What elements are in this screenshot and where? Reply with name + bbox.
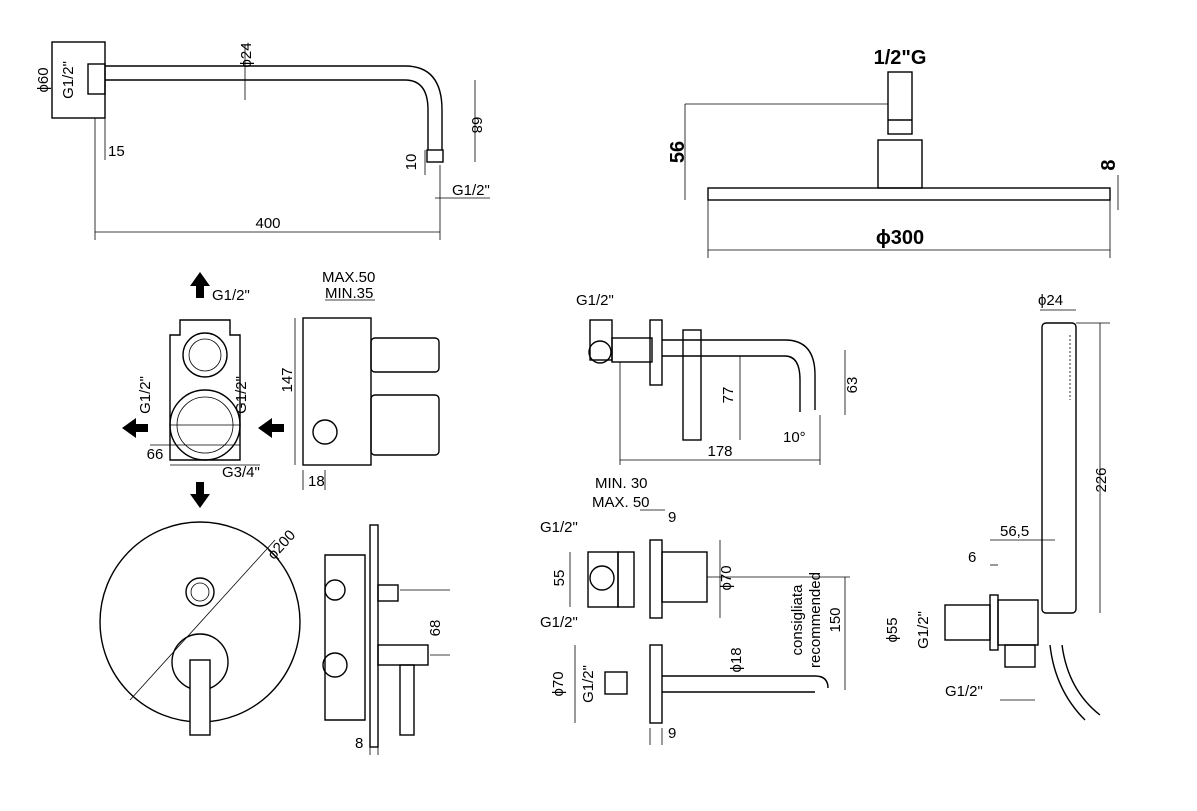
valve-right-inlet: G1/2" <box>233 376 250 414</box>
hand-shower-drawing: ϕ24 226 56,5 6 ϕ55 G1/2" G1/2" <box>884 292 1110 721</box>
valve-depth: 18 <box>308 473 325 490</box>
valve-top-outlet: G1/2" <box>212 287 250 304</box>
basin-angle: 10° <box>783 429 806 446</box>
shower-head-drawing: 1/2"G 56 8 ϕ300 <box>667 47 1120 258</box>
head-thread: 1/2"G <box>874 47 927 69</box>
basin-spout-drop: 63 <box>844 377 861 394</box>
valve-left-inlet: G1/2" <box>137 376 154 414</box>
head-height: 56 <box>667 141 689 163</box>
hand-shower-plate-diameter: ϕ55 <box>884 617 901 642</box>
head-diameter: ϕ300 <box>876 227 924 249</box>
valve-side-drawing: MAX.50 MIN.35 147 18 <box>279 269 440 490</box>
shower-arm-drawing: ϕ24 ϕ60 G1/2" 15 68 10 G1/2" 400 <box>35 41 490 240</box>
hand-shower-diameter: ϕ24 <box>1038 292 1063 309</box>
spout-plate: 9 <box>668 725 676 742</box>
basin-length: 178 <box>707 443 732 460</box>
valve-front-drawing: G1/2" G1/2" G1/2" 66 G3/4" <box>122 272 284 508</box>
spout-thread: G1/2" <box>580 665 597 703</box>
spout-pipe-diameter: ϕ18 <box>728 647 745 672</box>
spout-drawing: ϕ70 G1/2" ϕ18 9 <box>550 644 829 745</box>
valve-bottom-outlet: G3/4" <box>222 464 260 481</box>
wall-outlet-drawing: MIN. 30 MAX. 50 9 G1/2" 55 ϕ70 G1/2" con… <box>540 475 850 690</box>
outlet-diameter: ϕ70 <box>718 565 735 590</box>
outlet-plate: 9 <box>668 509 676 526</box>
arm-pipe-diameter: ϕ24 <box>238 42 255 67</box>
valve-width: 66 <box>147 446 164 463</box>
valve-max-depth: MAX.50 <box>322 269 375 286</box>
arm-plate-depth: 15 <box>108 143 125 160</box>
outlet-height: 55 <box>551 570 568 587</box>
outlet-max: MAX. 50 <box>592 494 650 511</box>
head-thickness: 8 <box>1098 159 1120 170</box>
basin-thread: G1/2" <box>576 292 614 309</box>
trim-offset: 68 <box>427 620 444 637</box>
valve-height: 147 <box>279 367 296 392</box>
valve-min-depth: MIN.35 <box>325 285 373 302</box>
hand-shower-plate: 6 <box>968 549 976 566</box>
hand-shower-hose-thread: G1/2" <box>945 683 983 700</box>
arm-outlet-length: 10 <box>403 154 420 171</box>
outlet-min: MIN. 30 <box>595 475 648 492</box>
hand-shower-length: 226 <box>1093 467 1110 492</box>
hand-shower-wall-thread: G1/2" <box>915 611 932 649</box>
outlet-recommended-height: 150 <box>827 607 844 632</box>
spout-diameter: ϕ70 <box>550 671 567 696</box>
trim-drawing: ϕ200 68 8 <box>99 521 450 755</box>
outlet-note-en: recommended <box>807 572 824 668</box>
outlet-note-it: consigliata <box>789 584 806 656</box>
outlet-thread-top: G1/2" <box>540 519 578 536</box>
basin-spout-drawing: G1/2" 77 63 10° 178 <box>576 292 861 465</box>
arm-plate-diameter: ϕ60 <box>35 67 52 92</box>
arm-wall-thread: G1/2" <box>60 61 77 99</box>
arm-outlet-thread: G1/2" <box>452 182 490 199</box>
arm-length: 400 <box>255 215 280 232</box>
trim-plate: 8 <box>355 735 363 752</box>
trim-diameter: ϕ200 <box>264 527 299 563</box>
arm-drop: 68 <box>468 117 485 134</box>
hand-shower-reach: 56,5 <box>1000 523 1029 540</box>
outlet-thread-bottom: G1/2" <box>540 614 578 631</box>
basin-height: 77 <box>720 387 737 404</box>
